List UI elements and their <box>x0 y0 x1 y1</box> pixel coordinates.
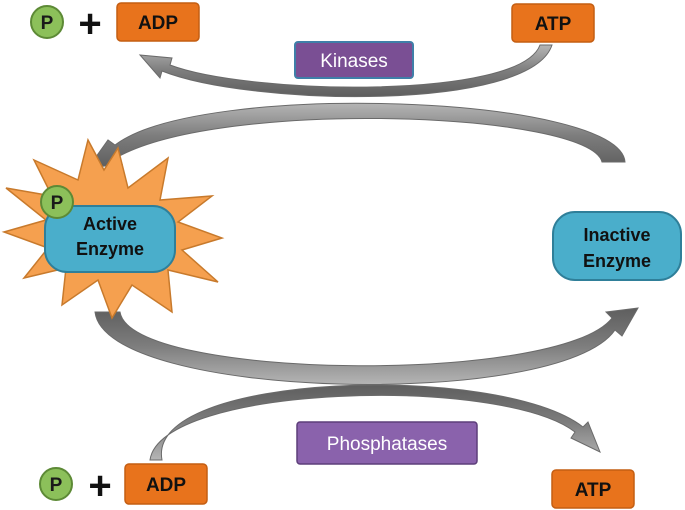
bottom-phosphate-label: P <box>50 475 63 496</box>
bottom-adp-label: ADP <box>146 475 186 496</box>
inactive-enzyme-body <box>552 211 682 281</box>
top-adp-box: ADP <box>116 2 200 42</box>
active-enzyme-line1: Active <box>83 214 137 234</box>
bottom-atp-box: ATP <box>551 469 635 509</box>
top-adp-label: ADP <box>138 13 178 34</box>
deactivation-large-arrow <box>94 307 639 385</box>
bottom-adp-box: ADP <box>124 463 208 505</box>
active-enzyme-group: Active Enzyme P <box>1 137 225 320</box>
top-phosphate-label: P <box>41 13 54 34</box>
top-phosphate: P <box>30 5 64 39</box>
active-enzyme-phosphate: P <box>40 185 74 219</box>
top-plus-sign: + <box>78 2 101 46</box>
phosphatase-small-arrow <box>149 384 601 461</box>
bottom-phosphate: P <box>39 467 73 501</box>
bottom-atp-label: ATP <box>575 480 612 501</box>
active-enzyme-body <box>44 205 176 273</box>
inactive-enzyme-group: Inactive Enzyme <box>552 211 682 281</box>
kinases-label: Kinases <box>320 51 388 72</box>
inactive-enzyme-line1: Inactive <box>583 225 650 245</box>
phosphatases-box: Phosphatases <box>296 421 478 465</box>
inactive-enzyme-line2: Enzyme <box>583 251 651 271</box>
kinase-small-arrow <box>138 44 553 98</box>
top-atp-label: ATP <box>535 14 572 35</box>
active-enzyme-phosphate-label: P <box>51 193 64 214</box>
bottom-plus-sign: + <box>88 464 111 508</box>
active-enzyme-line2: Enzyme <box>76 239 144 259</box>
kinases-box: Kinases <box>294 41 414 79</box>
top-atp-box: ATP <box>511 3 595 43</box>
phosphatases-label: Phosphatases <box>327 434 447 455</box>
